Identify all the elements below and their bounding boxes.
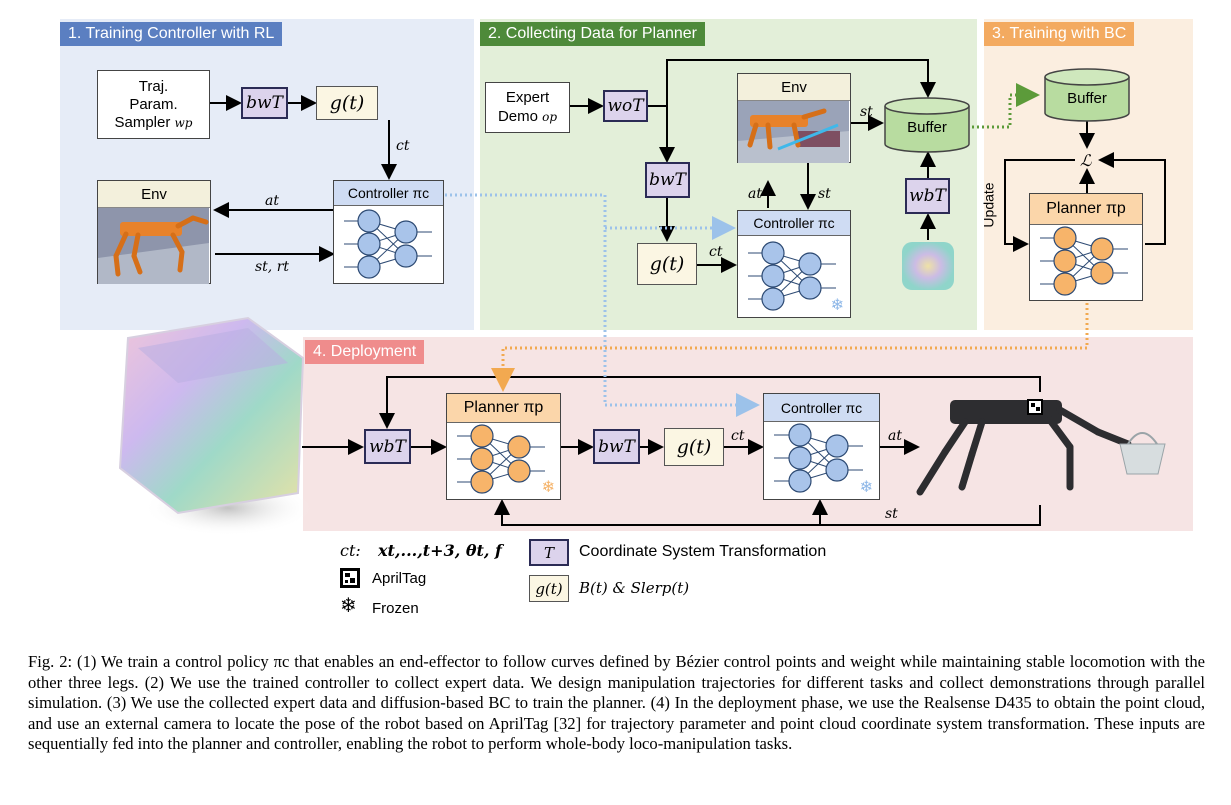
legend-frozen-text: Frozen [372, 600, 419, 617]
section-1-title: 1. Training Controller with RL [60, 22, 283, 46]
transform-wb-box-s4: wbT [364, 429, 411, 464]
buffer-cylinder-s2: Buffer [883, 97, 971, 154]
loss-symbol: ℒ [1080, 151, 1092, 170]
expert-line1: Expert [505, 89, 550, 106]
frozen-icon-planner-s4: ❄ [541, 479, 555, 496]
transform-box-s1: bwT [241, 87, 288, 119]
label-at-s4: at [888, 428, 902, 444]
transform-wo-box: woT [603, 90, 648, 122]
expert-line2: Demo [497, 108, 543, 125]
g-function-box-s1: g(t) [316, 86, 378, 120]
transform-wb-box-s2: wbT [905, 178, 950, 214]
buffer-label-s2: Buffer [907, 119, 947, 136]
g-function-box-s2: g(t) [637, 243, 697, 285]
neural-net-s4-controller [774, 423, 863, 493]
label-st-top-s2: st [860, 104, 873, 120]
label-at-s1: at [265, 193, 279, 209]
planner-title-s4: Planner πp [447, 394, 560, 423]
legend-t-description: Coordinate System Transformation [579, 543, 827, 560]
sampler-line3: Sampler [114, 113, 175, 131]
transform-bw-box-s4: bwT [593, 429, 640, 464]
legend-g-description: B(t) & Slerp(t) [579, 579, 690, 597]
trajectory-sampler: Traj. Param. Sampler wp [97, 70, 210, 139]
sampler-line2: Param. [129, 95, 178, 113]
frozen-icon-s2: ❄ [830, 297, 844, 314]
transform-bw-box-s2: bwT [645, 162, 690, 198]
buffer-label-s3: Buffer [1067, 90, 1107, 107]
legend-t-box: T [529, 539, 569, 566]
neural-net-s2 [748, 241, 836, 311]
figure-caption: Fig. 2: (1) We train a control policy πc… [28, 652, 1205, 753]
section-2-panel [480, 19, 977, 330]
frozen-icon-controller-s4: ❄ [859, 479, 873, 496]
legend-g-box: g(t) [529, 575, 569, 602]
section-4-title: 4. Deployment [305, 340, 425, 364]
snowflake-icon: ❄ [340, 595, 357, 617]
label-ct-s1: ct [396, 138, 410, 154]
env-title-s2: Env [738, 74, 850, 101]
env-box-s2: Env [737, 73, 851, 163]
buffer-cylinder-s3: Buffer [1043, 68, 1131, 123]
robot-sim-image-s2 [738, 101, 849, 163]
legend-apriltag-text: AprilTag [372, 570, 427, 587]
point-cloud-large [118, 316, 313, 536]
robot-sim-image-s1 [98, 208, 209, 284]
expert-symbol: op [542, 110, 558, 124]
expert-demo-box: Expert Demo op [485, 82, 570, 133]
controller-box-s2: Controller πc ❄ [737, 210, 851, 318]
controller-title-s1: Controller πc [334, 181, 443, 206]
neural-net-s4 [457, 424, 545, 494]
section-3-title: 3. Training with BC [984, 22, 1135, 46]
neural-net-s3 [1040, 226, 1128, 296]
env-title-s1: Env [98, 181, 210, 208]
planner-box-s4: Planner πp ❄ [446, 393, 561, 500]
real-robot-image [916, 399, 1166, 496]
planner-title-s3: Planner πp [1030, 194, 1142, 225]
label-st-s2: st [818, 186, 831, 202]
sampler-line1: Traj. [138, 77, 169, 95]
g-function-box-s4: g(t) [664, 428, 724, 466]
controller-title-s2: Controller πc [738, 211, 850, 236]
label-st-s4: st [885, 506, 898, 522]
sampler-symbol: wp [174, 115, 193, 130]
update-label: Update [980, 182, 997, 228]
controller-box-s4: Controller πc ❄ [763, 393, 880, 500]
point-cloud-small [902, 242, 954, 290]
label-at-s2: at [748, 186, 762, 202]
section-2-title: 2. Collecting Data for Planner [480, 22, 705, 46]
label-ct-s2: ct [709, 244, 723, 260]
planner-box-s3: Planner πp [1029, 193, 1143, 301]
neural-net-s1 [344, 209, 432, 279]
apriltag-icon [340, 568, 360, 588]
legend-ct-label: ct: [340, 541, 361, 560]
label-ct-s4: ct [731, 428, 745, 444]
env-box-s1: Env [97, 180, 211, 284]
controller-title-s4: Controller πc [764, 394, 879, 422]
legend-ct-definition: xt,...,t+3, θt, f [378, 541, 502, 560]
controller-box-s1: Controller πc [333, 180, 444, 284]
label-strt-s1: st, rt [255, 259, 290, 275]
